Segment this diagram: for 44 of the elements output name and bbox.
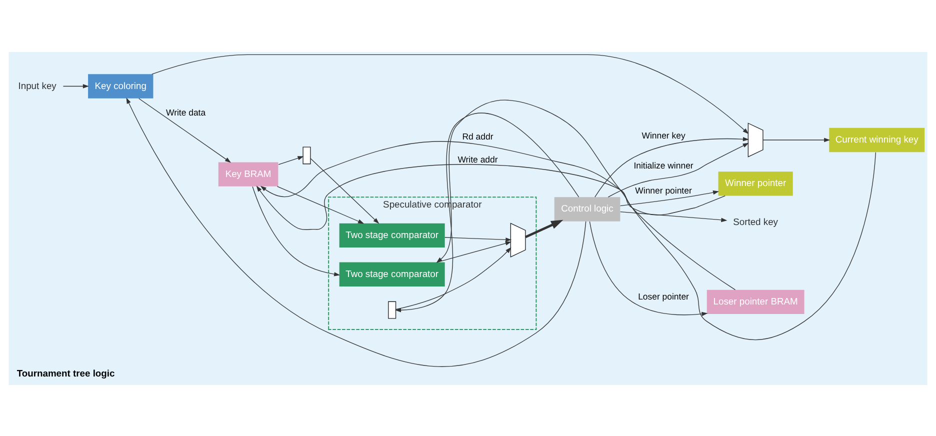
arrow	[62, 84, 89, 88]
node-box: Key BRAM	[218, 162, 278, 186]
arrow	[594, 136, 750, 197]
arrow	[278, 156, 304, 164]
edge-label: Write data	[166, 106, 206, 117]
arrow	[252, 186, 340, 276]
node-box: Two stage comparator	[339, 222, 445, 248]
arrow	[276, 186, 364, 224]
arrow	[525, 219, 564, 238]
arrow	[620, 190, 720, 206]
arrow	[620, 211, 728, 222]
arrow	[394, 112, 580, 312]
arrow	[152, 54, 749, 134]
edge-label: Write addr	[458, 154, 498, 164]
edge-label: Winner key	[642, 130, 686, 140]
arrow	[608, 142, 749, 197]
node-text: Sorted key	[733, 216, 778, 227]
edge-label: Loser pointer	[638, 291, 689, 302]
edge-label: Rd addr	[462, 131, 494, 142]
arrow	[256, 164, 726, 230]
arrow	[396, 246, 512, 310]
node-box: Winner pointer	[718, 171, 793, 196]
node-text: Input key	[18, 79, 56, 90]
arrow	[589, 220, 708, 316]
arrow	[436, 99, 876, 340]
arrow	[444, 236, 512, 242]
arrow	[260, 140, 736, 290]
node-box	[302, 146, 311, 164]
node-box: Current winning key	[829, 127, 925, 152]
node-box: Control logic	[554, 196, 620, 221]
arrow	[310, 158, 380, 224]
node-trapezoid	[748, 122, 764, 157]
edge-label: Initialize winner	[634, 160, 694, 170]
node-trapezoid	[510, 222, 526, 257]
arrow	[126, 97, 586, 366]
node-box: Loser pointer BRAM	[706, 289, 804, 314]
node-box	[388, 300, 396, 318]
node-box: Two stage comparator	[339, 262, 445, 286]
arrow	[762, 137, 830, 142]
arrow	[138, 98, 232, 162]
edge-label: Winner pointer	[635, 184, 692, 195]
diagram-title: Tournament tree logic	[16, 366, 115, 378]
node-box: Key coloring	[88, 74, 154, 98]
arrow	[436, 240, 512, 262]
